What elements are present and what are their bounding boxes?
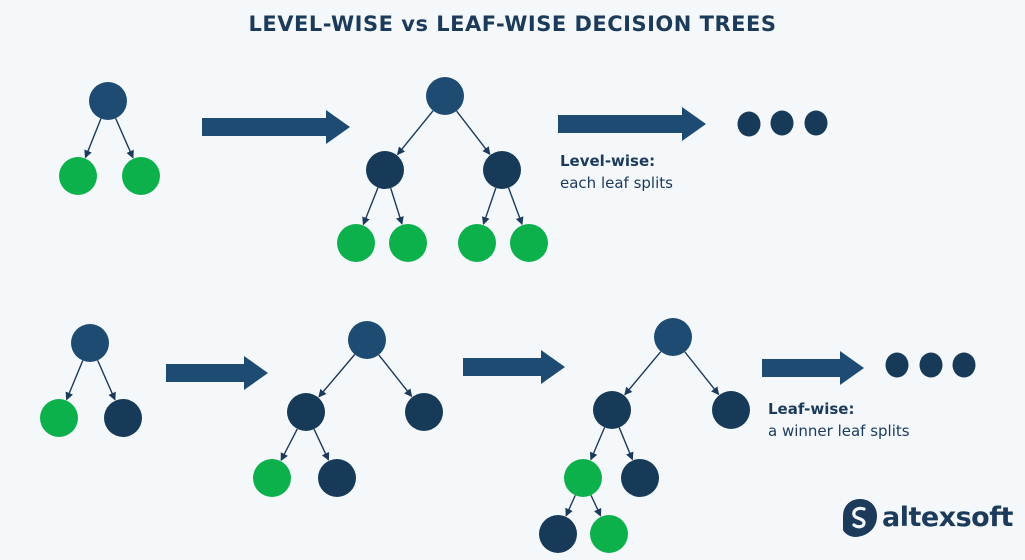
tree-5-edge	[590, 494, 602, 517]
tree-5-inner-node	[712, 391, 750, 429]
altexsoft-logo-icon	[843, 499, 877, 537]
tree-4-leaf-node	[253, 459, 291, 497]
tree-2-leaf-node	[389, 224, 427, 262]
tree-2-leaf-node	[458, 224, 496, 262]
tree-5-inner-node	[593, 391, 631, 429]
tree-5-edge	[618, 427, 634, 461]
tree-5-inner-node	[621, 459, 659, 497]
tree-1-leaf-node	[59, 157, 97, 195]
tree-2-leaf-node	[510, 224, 548, 262]
flow-arrow	[202, 110, 350, 144]
tree-5-leaf-node	[590, 515, 628, 553]
continuation-dot	[737, 111, 761, 137]
tree-1-leaf-node	[122, 157, 160, 195]
tree-4-inner-node	[318, 459, 356, 497]
continuation-dot	[770, 110, 794, 136]
tree-3-edge	[97, 360, 116, 401]
tree-3-root-node	[71, 324, 109, 362]
tree-2-inner-node	[483, 151, 521, 189]
tree-5-edge	[589, 427, 606, 461]
tree-5-edge	[624, 351, 662, 396]
continuation-dot	[952, 352, 976, 378]
tree-2-root-node	[426, 77, 464, 115]
tree-3-leaf-node	[40, 399, 78, 437]
tree-1-edge	[115, 118, 134, 159]
level-wise-caption-text: each leaf splits	[560, 174, 673, 192]
continuation-dot	[885, 352, 909, 378]
tree-1-edge	[84, 118, 102, 159]
tree-2-edge	[390, 187, 404, 225]
tree-5-leaf-node	[564, 459, 602, 497]
tree-4-edge	[318, 354, 356, 398]
tree-3-edge	[65, 360, 84, 401]
tree-5-inner-node	[539, 515, 577, 553]
tree-3-inner-node	[104, 399, 142, 437]
altexsoft-logo-text: altexsoft	[882, 502, 1013, 533]
tree-2-edge	[507, 187, 524, 226]
altexsoft-logo: altexsoft	[842, 498, 1013, 542]
tree-2-edge	[481, 187, 497, 226]
flow-arrow	[558, 107, 706, 141]
tree-2-leaf-node	[337, 224, 375, 262]
level-wise-caption-heading: Level-wise:	[560, 152, 656, 170]
tree-2-edge	[396, 110, 434, 156]
tree-5-edge	[684, 351, 720, 396]
continuation-dot	[804, 110, 828, 136]
flow-arrow	[762, 351, 864, 385]
flow-arrow	[166, 356, 268, 390]
flow-arrows	[166, 107, 864, 390]
tree-4-inner-node	[405, 393, 443, 431]
tree-4-edge	[378, 354, 413, 398]
tree-1-root-node	[89, 82, 127, 120]
diagram-title: LEVEL-WISE vs LEAF-WISE DECISION TREES	[248, 12, 777, 36]
leaf-wise-caption-text: a winner leaf splits	[768, 422, 910, 440]
continuation-dot	[919, 352, 943, 378]
tree-4-edge	[280, 428, 298, 462]
tree-4-edge	[313, 428, 330, 461]
tree-4-root-node	[348, 321, 386, 359]
tree-edges	[65, 110, 720, 517]
continuation-dots	[737, 110, 976, 378]
leaf-wise-caption-heading: Leaf-wise:	[768, 400, 855, 418]
tree-nodes	[40, 77, 750, 553]
tree-2-inner-node	[366, 151, 404, 189]
tree-2-edge	[362, 187, 379, 226]
tree-5-root-node	[654, 318, 692, 356]
tree-2-edge	[456, 110, 491, 155]
tree-4-inner-node	[287, 393, 325, 431]
level-wise-caption: Level-wise: each leaf splits	[560, 150, 673, 194]
flow-arrow	[463, 350, 565, 384]
leaf-wise-caption: Leaf-wise: a winner leaf splits	[768, 398, 910, 442]
tree-5-edge	[565, 495, 576, 517]
